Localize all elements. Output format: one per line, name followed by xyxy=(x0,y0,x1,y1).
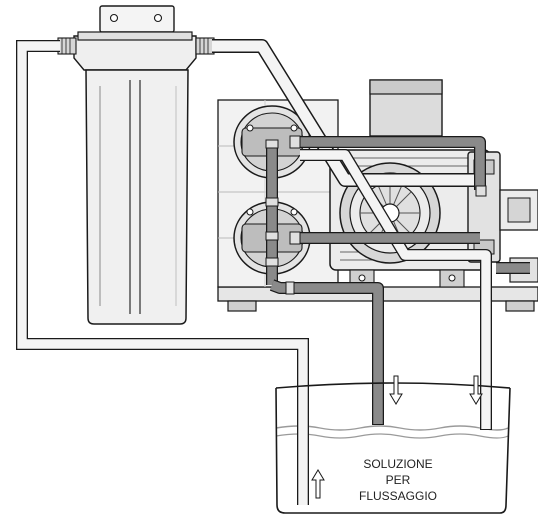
tank-label-line-1: SOLUZIONE xyxy=(363,457,432,471)
solution-tank xyxy=(275,382,511,514)
tank-label-line-2: PER xyxy=(386,473,411,487)
arrow-down-icon xyxy=(389,375,403,405)
filter-to-pump-hose xyxy=(212,39,478,187)
hose-clamps xyxy=(265,135,487,295)
delivery-hose xyxy=(266,136,530,425)
tank-label-line-3: FLUSSAGGIO xyxy=(359,489,437,503)
hose-ends-in-tank xyxy=(297,400,492,505)
arrow-down-icon xyxy=(469,375,483,405)
tank-label: SOLUZIONE PER FLUSSAGGIO xyxy=(359,457,437,503)
arrow-up-icon xyxy=(311,469,325,499)
filter-inlet-fitting xyxy=(57,37,77,55)
filter-outlet-fitting xyxy=(195,37,215,55)
return-hose xyxy=(300,149,492,430)
filter-housing xyxy=(73,5,197,325)
